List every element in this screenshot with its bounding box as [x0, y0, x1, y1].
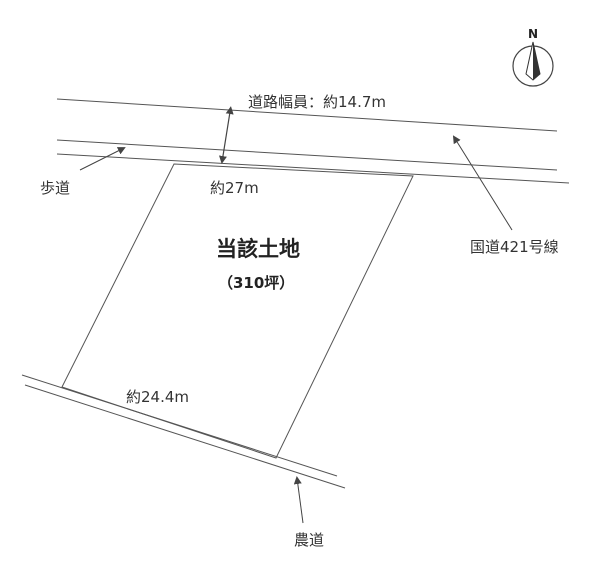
farm-road-north-edge [21, 374, 338, 477]
parcel-title: 当該土地 [216, 237, 300, 261]
national-route-road [56, 98, 570, 184]
road-north-edge [56, 98, 558, 132]
road-width-dimension-arrow [218, 106, 234, 164]
farm-road-south-edge [24, 384, 346, 489]
national-route-pointer-arrow [452, 135, 513, 231]
sidewalk-boundary-line [56, 139, 558, 171]
parcel-area: （310坪） [218, 274, 294, 292]
compass-north-label: N [528, 27, 538, 41]
road-width-label: 道路幅員：約14.7m [248, 93, 386, 111]
front-width-label: 約27m [210, 179, 259, 197]
compass: N [512, 27, 554, 87]
farm-road [21, 374, 346, 489]
national-route-label: 国道421号線 [470, 238, 559, 256]
subject-land-parcel [61, 163, 414, 459]
farm-road-label: 農道 [294, 531, 324, 549]
farm-road-pointer-arrow [293, 476, 304, 524]
north-arrow-icon [525, 41, 541, 81]
sidewalk-pointer-arrow [79, 147, 126, 171]
rear-width-label: 約24.4m [126, 388, 189, 406]
sidewalk-label: 歩道 [40, 179, 70, 197]
road-south-edge [56, 153, 570, 184]
